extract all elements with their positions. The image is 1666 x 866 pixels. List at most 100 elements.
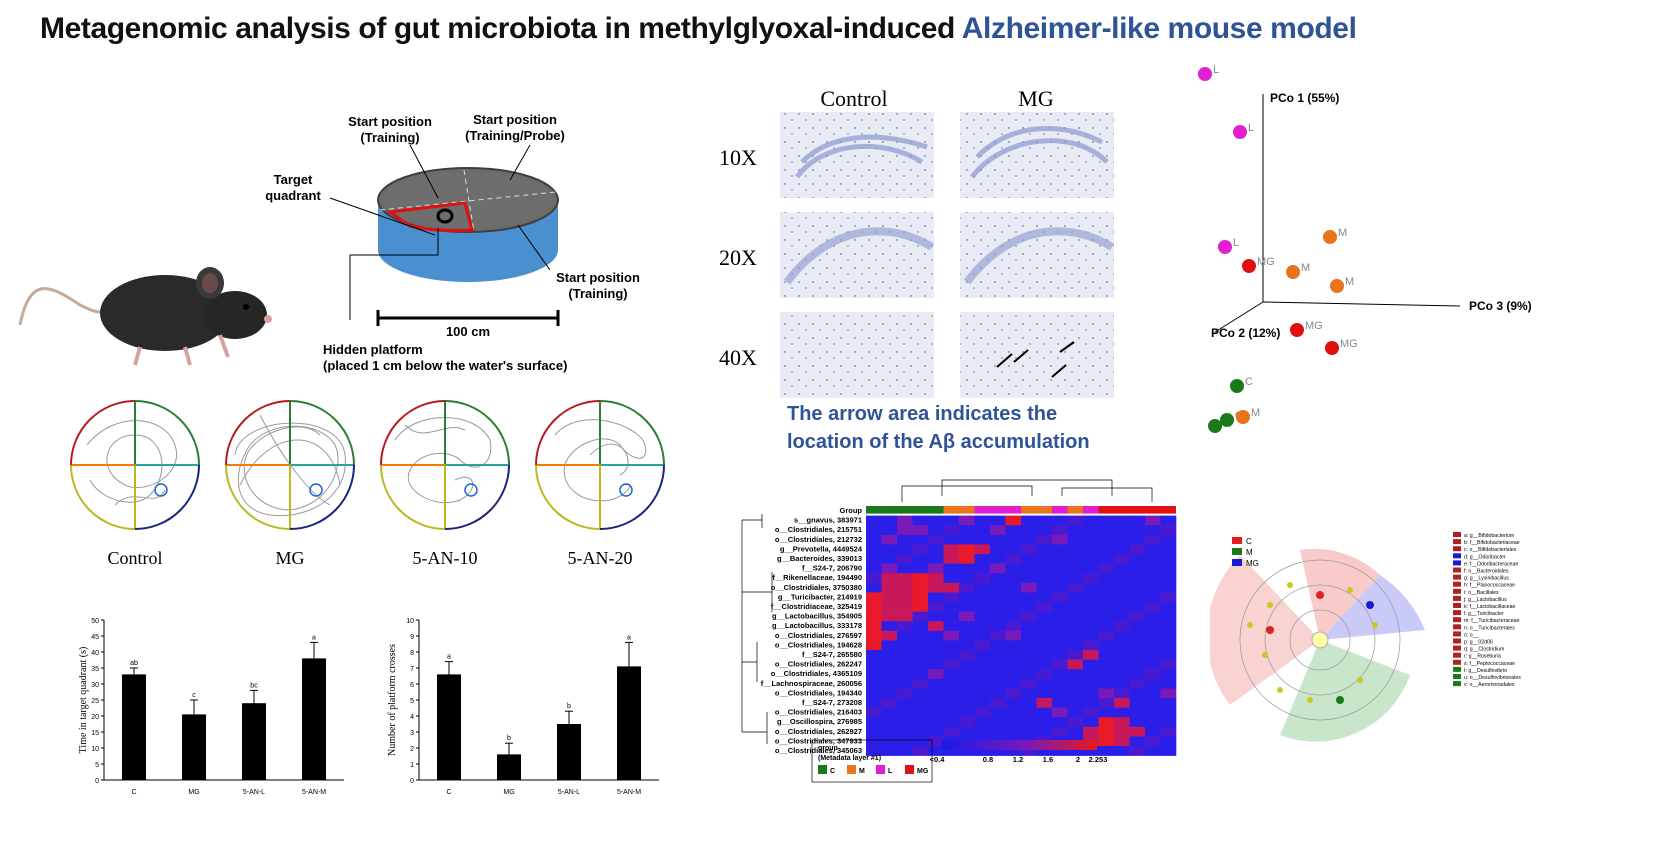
heatmap-cell bbox=[928, 678, 944, 689]
heatmap-cell bbox=[1114, 515, 1130, 526]
heatmap-cell bbox=[912, 573, 929, 584]
heatmap-cell bbox=[1005, 717, 1022, 728]
heatmap-cell bbox=[912, 621, 929, 632]
heatmap-cell bbox=[1067, 688, 1084, 699]
heatmap-row-label: o__Clostridiales, 262927 bbox=[775, 727, 862, 736]
heatmap-cell bbox=[1098, 726, 1115, 737]
arrow-1 bbox=[996, 353, 1013, 368]
heatmap-cell bbox=[1129, 630, 1146, 641]
heatmap-cell bbox=[990, 582, 1006, 593]
heatmap-cell bbox=[943, 534, 960, 545]
heatmap-cell bbox=[959, 707, 975, 718]
heatmap-cell bbox=[866, 736, 882, 747]
heatmap-cell bbox=[1083, 515, 1099, 526]
y-tick-label: 8 bbox=[410, 650, 414, 657]
heatmap-cell bbox=[1098, 659, 1115, 670]
heatmap-cell bbox=[1067, 726, 1084, 737]
heatmap-cell bbox=[912, 602, 929, 612]
heatmap-cell bbox=[990, 688, 1006, 699]
heatmap-cell bbox=[943, 640, 960, 651]
heatmap-cell bbox=[959, 515, 975, 526]
group-cell bbox=[912, 506, 928, 514]
lefse-legend-m: M bbox=[1246, 548, 1253, 557]
heatmap-cell bbox=[1098, 554, 1115, 564]
color-scale-tick: 2.253 bbox=[1089, 755, 1108, 764]
heatmap-cell bbox=[943, 746, 960, 756]
pcoa-point bbox=[1208, 419, 1222, 433]
heatmap-cell bbox=[1129, 650, 1146, 660]
heatmap-cell bbox=[1145, 611, 1161, 622]
heatmap-cell bbox=[912, 736, 929, 747]
histo-caption-line1: The arrow area indicates the bbox=[787, 403, 1057, 425]
heatmap-cell bbox=[928, 602, 944, 612]
heatmap-cell bbox=[866, 688, 882, 699]
swim-paths: Control MG 5-AN-10 5-AN-20 bbox=[70, 400, 665, 568]
group-legend-subtitle: (Metadata layer #1) bbox=[818, 755, 881, 762]
heatmap-cell bbox=[912, 544, 929, 555]
heatmap-cell bbox=[1036, 630, 1053, 641]
heatmap-cell bbox=[1098, 544, 1115, 555]
lefse-taxa-label: q: g__Clostridium bbox=[1464, 647, 1504, 653]
heatmap-cell bbox=[866, 678, 882, 689]
category-label: 5-AN-L bbox=[558, 789, 580, 796]
heatmap-cell bbox=[1005, 659, 1022, 670]
heatmap-cell bbox=[881, 582, 898, 593]
heatmap-cell bbox=[928, 592, 944, 603]
heatmap-row-label: g__Turicibacter, 214919 bbox=[778, 592, 862, 601]
heatmap-cell bbox=[974, 659, 991, 670]
heatmap-cell bbox=[959, 678, 975, 689]
heatmap-cell bbox=[912, 688, 929, 699]
lefse-taxa-swatch bbox=[1453, 603, 1461, 608]
heatmap-cell bbox=[1021, 611, 1037, 622]
lefse-taxa-label: j: g__Lactobacillus bbox=[1463, 597, 1507, 603]
pcoa-point-label: M bbox=[1338, 227, 1347, 239]
heatmap-cell bbox=[974, 611, 991, 622]
heatmap-cell bbox=[1114, 707, 1130, 718]
heatmap-cell bbox=[912, 515, 929, 526]
heatmap-cell bbox=[1021, 659, 1037, 670]
pcoa-point bbox=[1290, 323, 1304, 337]
lefse-taxa-label: p: g__02d06 bbox=[1464, 640, 1493, 646]
y-tick-label: 5 bbox=[95, 762, 99, 769]
heatmap-cell bbox=[912, 707, 929, 718]
heatmap-cell bbox=[1083, 592, 1099, 603]
heatmap-cell bbox=[1160, 582, 1177, 593]
y-tick-label: 6 bbox=[410, 682, 414, 689]
heatmap-cell bbox=[990, 525, 1006, 536]
heatmap-cell bbox=[1160, 544, 1177, 555]
heatmap-cell bbox=[1067, 563, 1084, 574]
heatmap-cell bbox=[881, 707, 898, 718]
heatmap-cell bbox=[897, 621, 913, 632]
heatmap-row-label: o__Clostridiales, 215751 bbox=[775, 525, 862, 534]
pcoa-axis-2 bbox=[1214, 301, 1264, 333]
heatmap-cell bbox=[1083, 678, 1099, 689]
heatmap-cell bbox=[897, 707, 913, 718]
heatmap-cell bbox=[1067, 746, 1084, 756]
heatmap-cell bbox=[1145, 515, 1161, 526]
heatmap-cell bbox=[1036, 582, 1053, 593]
heatmap-row-label: o__Clostridiales, 212732 bbox=[775, 535, 862, 544]
y-tick-label: 15 bbox=[91, 730, 99, 737]
lefse-taxa-swatch bbox=[1453, 574, 1461, 580]
start-label-1b: (Training) bbox=[360, 130, 419, 145]
heatmap-cell bbox=[943, 611, 960, 622]
heatmap-cell bbox=[1160, 602, 1177, 612]
heatmap-cell bbox=[990, 630, 1006, 641]
heatmap-cell bbox=[1005, 678, 1022, 689]
heatmap-cell bbox=[1129, 592, 1146, 603]
group-cell bbox=[1114, 506, 1130, 514]
heatmap-cell bbox=[897, 726, 913, 737]
heatmap-cell bbox=[990, 515, 1006, 526]
heatmap-cell bbox=[1098, 592, 1115, 603]
start-label-3b: (Training) bbox=[568, 286, 627, 301]
heatmap-cell bbox=[974, 515, 991, 526]
heatmap-cell bbox=[881, 563, 898, 574]
heatmap-cell bbox=[897, 669, 913, 680]
heatmap-cell bbox=[959, 630, 975, 641]
heatmap-cell bbox=[1083, 602, 1099, 612]
heatmap-cell bbox=[928, 726, 944, 737]
heatmap-cell bbox=[928, 611, 944, 622]
heatmap-cell bbox=[1005, 544, 1022, 555]
